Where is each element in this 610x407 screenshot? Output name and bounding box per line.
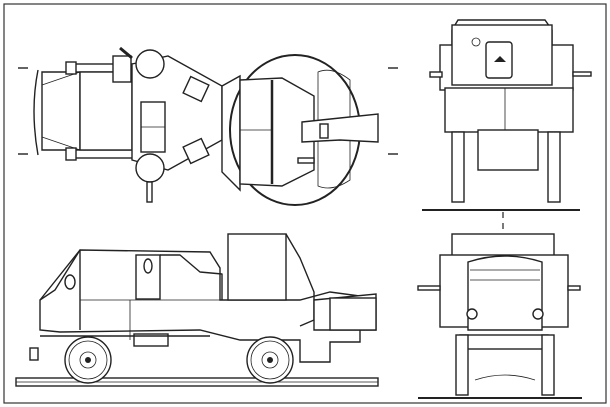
vision-port [182,137,210,165]
lamp [532,308,544,320]
vision-slit [143,258,153,274]
gun-barrel-rear [417,285,441,291]
axle-housing [477,129,539,171]
running-board [133,333,169,347]
gun-barrel-side [329,297,377,331]
turret-side [227,233,287,301]
wheel-left [455,334,469,396]
cupola-right [135,153,165,183]
turret-top [239,77,315,187]
cupola-left [135,49,165,79]
radiator [467,255,543,331]
mudguard [74,149,136,159]
lower-hull-front [444,87,574,133]
machine-gun [146,181,153,203]
side-view [15,233,379,387]
top-view [18,46,398,206]
vision-port [182,75,210,103]
rear-view [417,233,582,399]
driver-cab-top [79,71,133,151]
headlamp [64,274,76,290]
wheel-left [451,131,465,203]
wheel-right [547,131,561,203]
bumper [459,334,549,350]
front-bumper [33,69,39,156]
gun-barrel-front [572,71,592,77]
front-view [422,19,592,250]
lamp [466,308,478,320]
bonnet [41,71,81,151]
wheel-right [541,334,555,396]
